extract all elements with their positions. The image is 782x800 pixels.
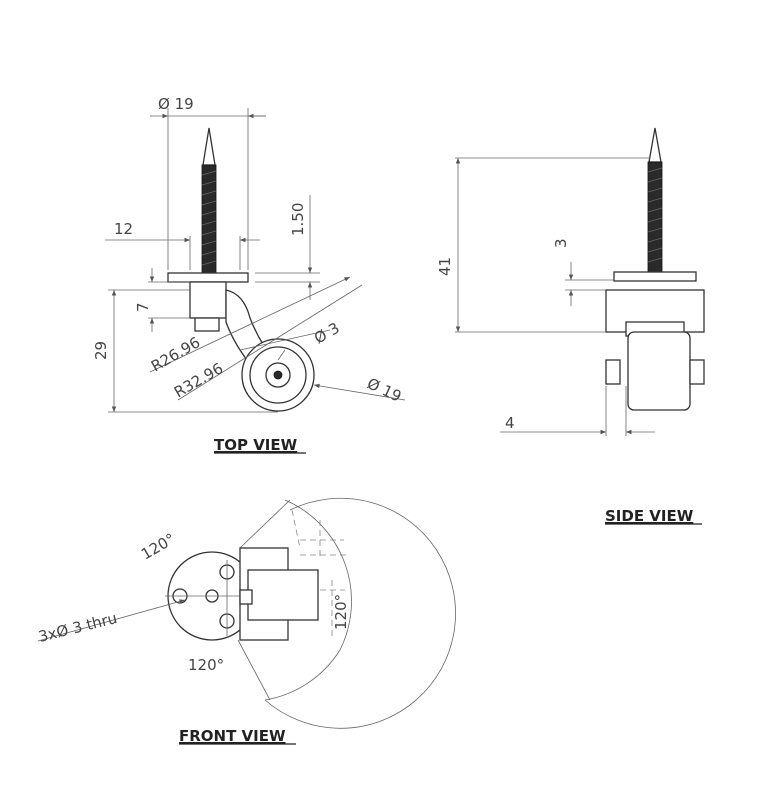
top-view-wheel — [241, 338, 315, 412]
top-dim-29: 29 — [92, 341, 110, 360]
top-view: Ø 19 12 1.50 7 29 R26.96 R32.96 Ø 3 Ø 19… — [92, 95, 406, 454]
side-view-wheel — [627, 331, 691, 411]
front-view-plate — [165, 551, 260, 641]
front-view: 120° 3xØ 3 thru 120° 120° FRONT VIEW — [37, 497, 456, 745]
side-view-title: SIDE VIEW — [605, 507, 694, 525]
top-view-screw — [201, 127, 217, 274]
top-dim-diameter-3: Ø 3 — [311, 319, 343, 348]
side-dim-4: 4 — [505, 414, 515, 432]
front-dim-angle-120-top: 120° — [138, 530, 178, 564]
side-dim-41: 41 — [436, 257, 454, 276]
top-dim-12: 12 — [114, 220, 133, 238]
front-dim-holes: 3xØ 3 thru — [37, 609, 119, 646]
top-dim-7: 7 — [134, 302, 152, 312]
side-view: 41 3 4 SIDE VIEW — [436, 127, 705, 525]
side-dim-3: 3 — [552, 238, 570, 248]
top-dim-diameter-19: Ø 19 — [158, 95, 194, 113]
front-view-bracket — [239, 547, 319, 641]
side-view-screw — [647, 127, 663, 273]
top-dim-r32-96: R32.96 — [171, 359, 226, 401]
top-view-hub — [189, 281, 227, 319]
front-dim-angle-120-bottom: 120° — [188, 656, 224, 674]
top-dim-wheel-diameter-19: Ø 19 — [364, 374, 404, 405]
top-view-title: TOP VIEW — [214, 436, 298, 454]
top-dim-1-50: 1.50 — [289, 203, 307, 236]
side-view-plate — [613, 271, 697, 282]
top-dim-r26-96: R26.96 — [148, 333, 203, 375]
top-view-plate — [167, 272, 249, 283]
front-dim-angle-120-right: 120° — [332, 594, 350, 630]
front-view-title: FRONT VIEW — [179, 727, 286, 745]
front-view-construction-arc — [264, 497, 456, 729]
